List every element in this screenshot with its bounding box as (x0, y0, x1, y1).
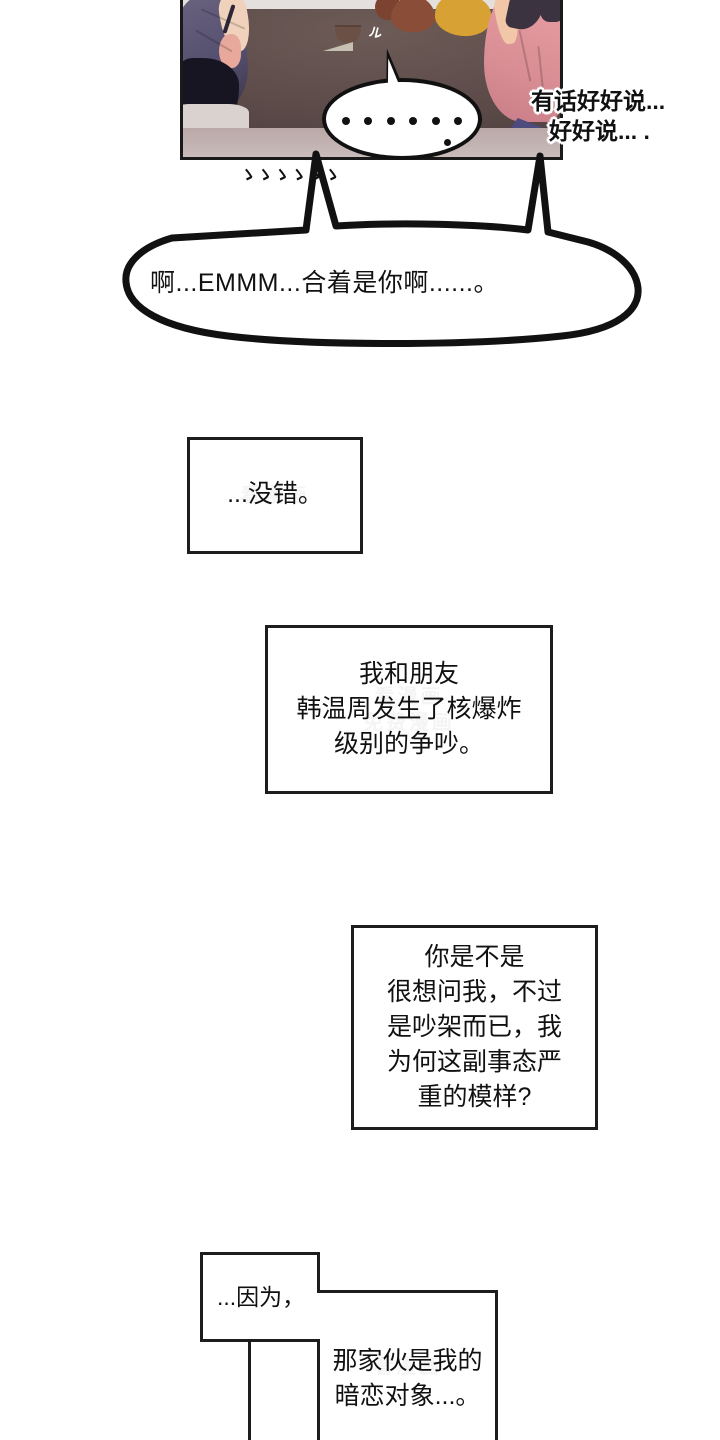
main-speech-balloon (110, 150, 650, 350)
overturned-bowl-icon (335, 25, 361, 44)
ellipsis-dot (364, 116, 373, 125)
narration-box-5: 看漫画 那家伙是我的 暗恋对象...。 (317, 1290, 498, 1440)
broken-shard (323, 42, 353, 51)
impact-spark-icon: ル (367, 23, 384, 42)
ellipsis-dot (386, 116, 395, 125)
narration-text: ...因为， (217, 1284, 306, 1310)
ellipsis-dot-trailing (444, 139, 451, 146)
comic-art-panel: ル (180, 0, 563, 160)
narration-box-4-edge-bottom (248, 1339, 320, 1342)
narration-box-4-edge-left-lower (248, 1339, 251, 1440)
left-character-neck (219, 34, 241, 68)
narration-box-3: 你是不是 很想问我，不过 是吵架而已，我 为何这副事态严 重的模样? (351, 925, 598, 1130)
main-speech-balloon-text: 啊...EMMM...合着是你啊......。 (150, 269, 500, 297)
ellipsis-dot (454, 116, 463, 125)
narration-text: 我和朋友 韩温周发生了核爆炸 级别的争吵。 (296, 660, 522, 758)
ellipsis-dots (326, 112, 478, 130)
narration-box-1: 看漫画 ...没错。 (187, 437, 363, 554)
narration-box-4: ...因为， (200, 1252, 320, 1342)
ellipsis-dot (341, 116, 350, 125)
narration-text: ...没错。 (227, 479, 323, 508)
shout-line-1: 有话好好说... (531, 88, 666, 114)
ellipsis-speech-bubble (322, 78, 482, 160)
right-character-hair-dark-2 (540, 0, 560, 22)
narration-text: 你是不是 很想问我，不过 是吵架而已，我 为何这副事态严 重的模样? (386, 943, 562, 1111)
shout-text: 有话好好说... 好好说... . (531, 86, 665, 146)
shout-line-2: 好好说... . (549, 118, 650, 144)
table-top-strip (183, 0, 560, 9)
narration-box-2: 看漫画 免费漫画 我和朋友 韩温周发生了核爆炸 级别的争吵。 (265, 625, 553, 794)
narration-box-4-edge-right-top (317, 1252, 320, 1293)
ellipsis-dot (409, 116, 418, 125)
balloon-shape (122, 150, 642, 347)
food-item-brown (391, 0, 435, 32)
sweat-marks: ゝゝゝゝゝゝ (240, 165, 342, 186)
ellipsis-dot (431, 116, 440, 125)
narration-text: 那家伙是我的 暗恋对象...。 (332, 1346, 483, 1410)
